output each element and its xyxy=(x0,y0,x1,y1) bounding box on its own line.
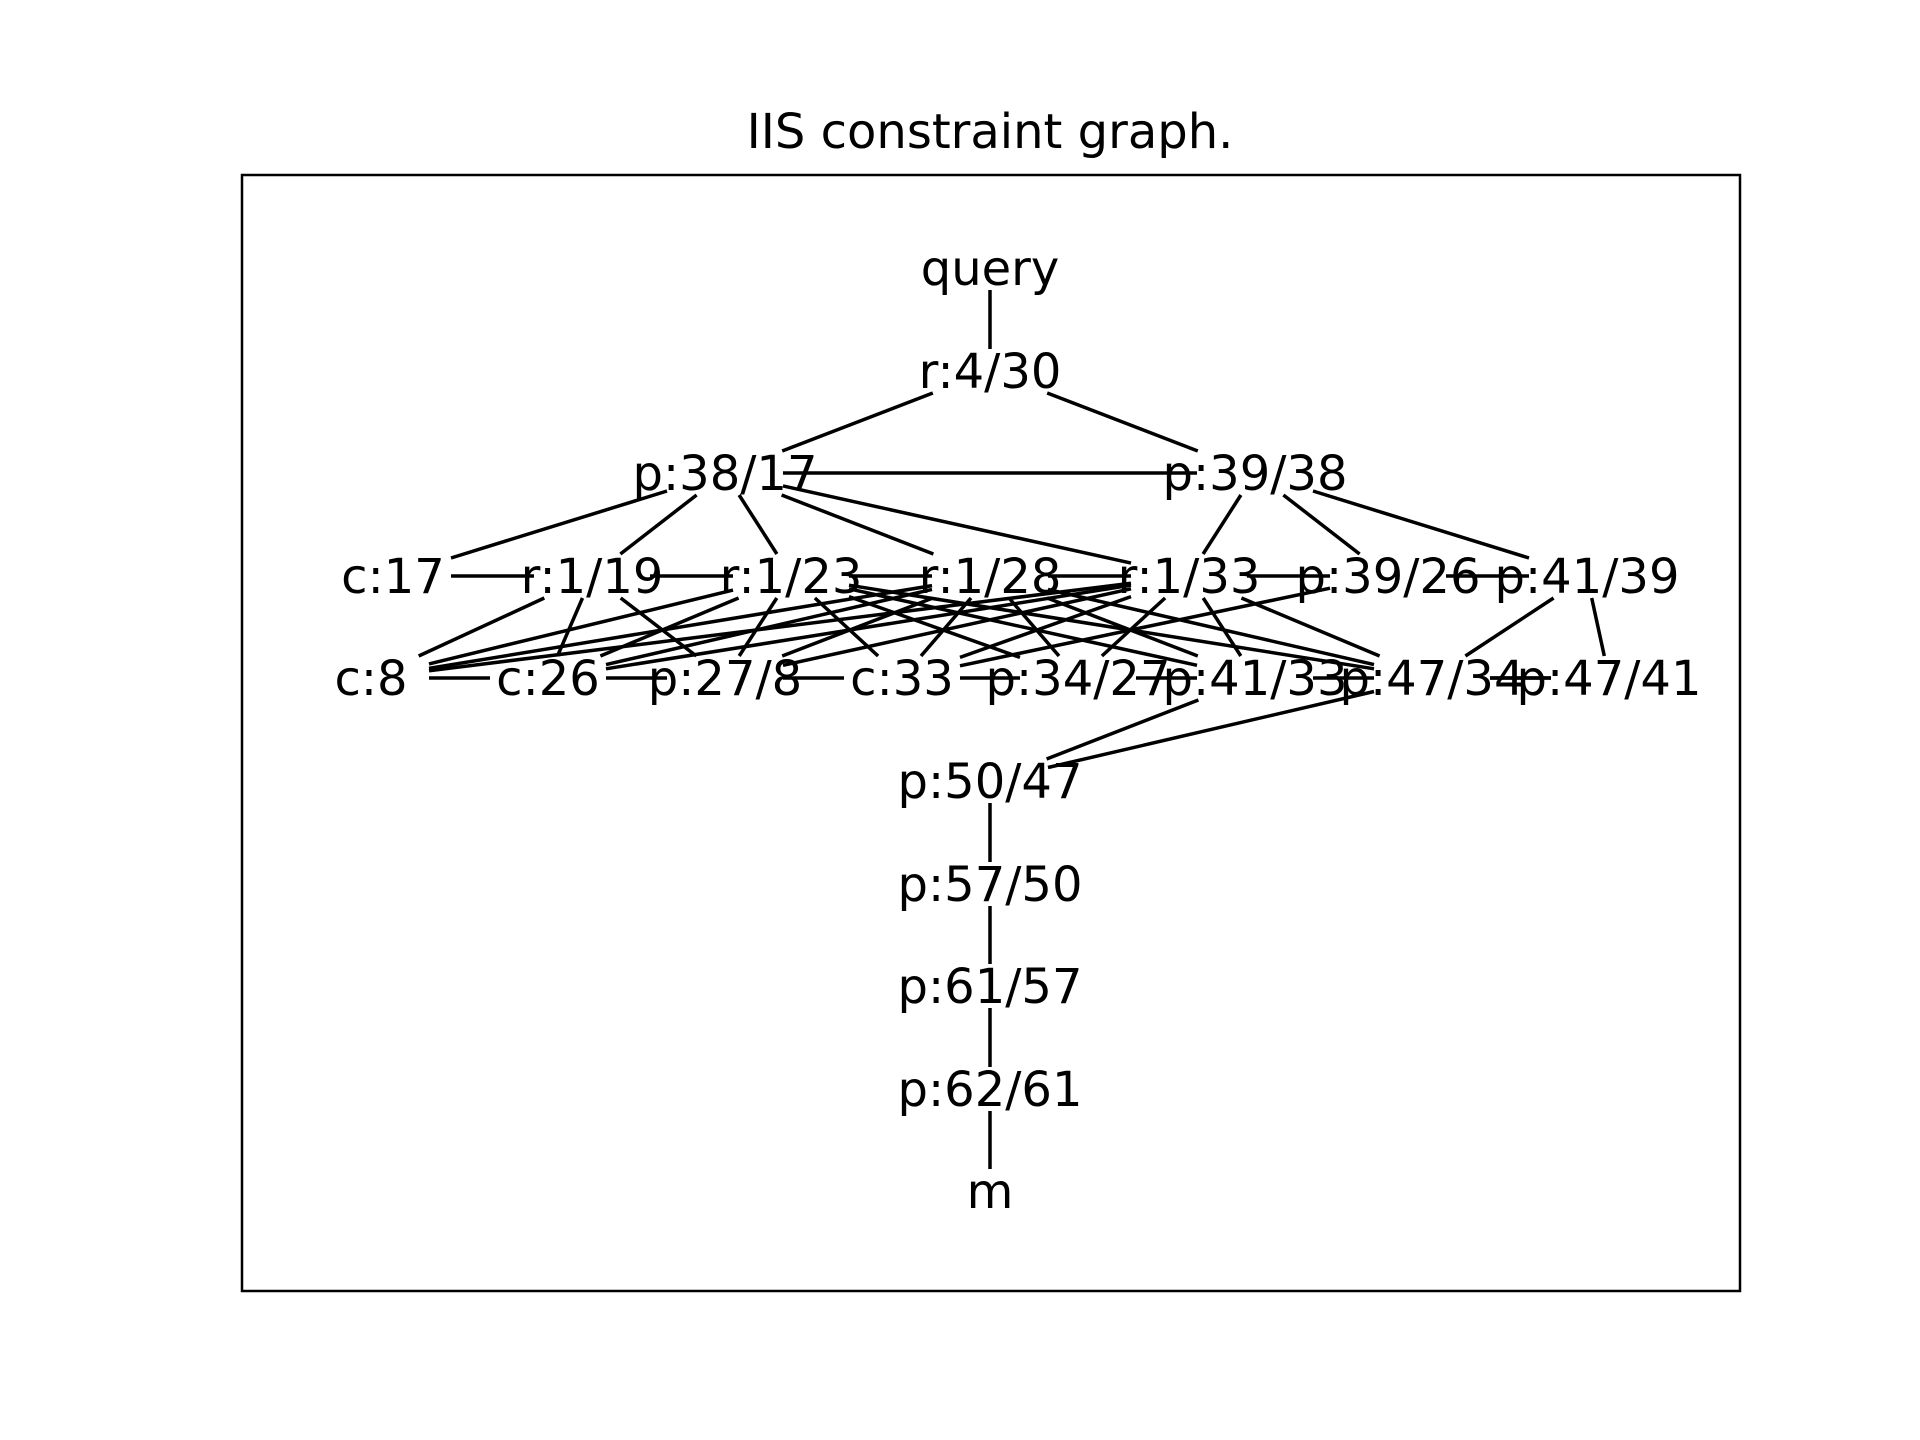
edge-r1_33-c33 xyxy=(959,594,1132,660)
edge-r1_19-c8 xyxy=(417,596,546,658)
edge-r1_33-p34_27 xyxy=(1100,596,1167,658)
edge-r1_33-p27_8 xyxy=(782,587,1132,668)
edge-r1_33-c26 xyxy=(605,583,1132,671)
node-p34_27: p:34/27 xyxy=(986,651,1171,707)
edge-r1_33-p47_34 xyxy=(1240,596,1381,658)
edge-p39_26-c33 xyxy=(959,586,1331,668)
node-p47_34: p:47/34 xyxy=(1340,651,1525,707)
edge-p41_39-p47_34 xyxy=(1464,596,1555,658)
node-p41_33: p:41/33 xyxy=(1163,651,1348,707)
node-r1_23: r:1/23 xyxy=(720,549,863,605)
edge-r1_23-c8 xyxy=(428,588,734,666)
edge-p38_17-r1_33 xyxy=(782,484,1132,565)
edge-p38_17-r1_23 xyxy=(737,494,779,555)
node-c17: c:17 xyxy=(341,549,445,605)
node-c33: c:33 xyxy=(850,651,954,707)
nodes-layer: query r:4/30 p:38/17 p:39/38 c:17 r:1/19 r:1/2… xyxy=(334,241,1701,1220)
edge-r1_28-c8 xyxy=(428,583,933,671)
node-p39_38: p:39/38 xyxy=(1163,446,1348,502)
node-p61_57: p:61/57 xyxy=(898,959,1083,1015)
edge-r1_28-p47_34 xyxy=(1047,587,1375,667)
edge-r4_30-p38_17 xyxy=(781,391,934,453)
node-p27_8: p:27/8 xyxy=(648,651,802,707)
edge-r1_33-c8 xyxy=(428,581,1132,673)
edge-r1_23-p41_33 xyxy=(848,587,1198,668)
edge-p38_17-r1_19 xyxy=(619,493,698,556)
node-c26: c:26 xyxy=(496,651,600,707)
node-p47_41: p:47/41 xyxy=(1517,651,1702,707)
edge-r1_33-p41_33 xyxy=(1201,597,1243,657)
node-p41_39: p:41/39 xyxy=(1495,549,1680,605)
edge-p39_38-p41_39 xyxy=(1312,489,1530,560)
edge-p41_33-p50_47 xyxy=(1045,698,1200,761)
node-r1_19: r:1/19 xyxy=(521,549,664,605)
edges-layer xyxy=(417,290,1607,1169)
edge-r4_30-p39_38 xyxy=(1046,391,1199,453)
node-query: query xyxy=(921,241,1060,297)
node-p57_50: p:57/50 xyxy=(898,857,1083,913)
edge-r1_23-p47_34 xyxy=(848,583,1375,671)
edge-p39_38-r1_33 xyxy=(1201,494,1243,555)
node-p50_47: p:50/47 xyxy=(898,754,1083,810)
edge-p47_34-p50_47 xyxy=(1047,689,1375,770)
node-p62_61: p:62/61 xyxy=(898,1062,1083,1118)
node-r1_28: r:1/28 xyxy=(919,549,1062,605)
node-p38_17: p:38/17 xyxy=(633,446,818,502)
node-c8: c:8 xyxy=(334,651,407,707)
edge-p38_17-c17 xyxy=(450,489,668,560)
plot-frame xyxy=(240,173,1742,1293)
edge-p38_17-r1_28 xyxy=(780,493,935,556)
graph-title: IIS constraint graph. xyxy=(747,104,1234,160)
edge-p39_38-p39_26 xyxy=(1282,493,1361,556)
edge-p41_39-p47_41 xyxy=(1589,597,1607,657)
node-r4_30: r:4/30 xyxy=(919,344,1062,400)
edge-r1_28-c33 xyxy=(919,596,973,658)
edge-r1_28-p41_33 xyxy=(1046,596,1199,658)
node-r1_33: r:1/33 xyxy=(1118,549,1261,605)
node-p39_26: p:39/26 xyxy=(1296,549,1481,605)
node-m: m xyxy=(967,1164,1014,1220)
